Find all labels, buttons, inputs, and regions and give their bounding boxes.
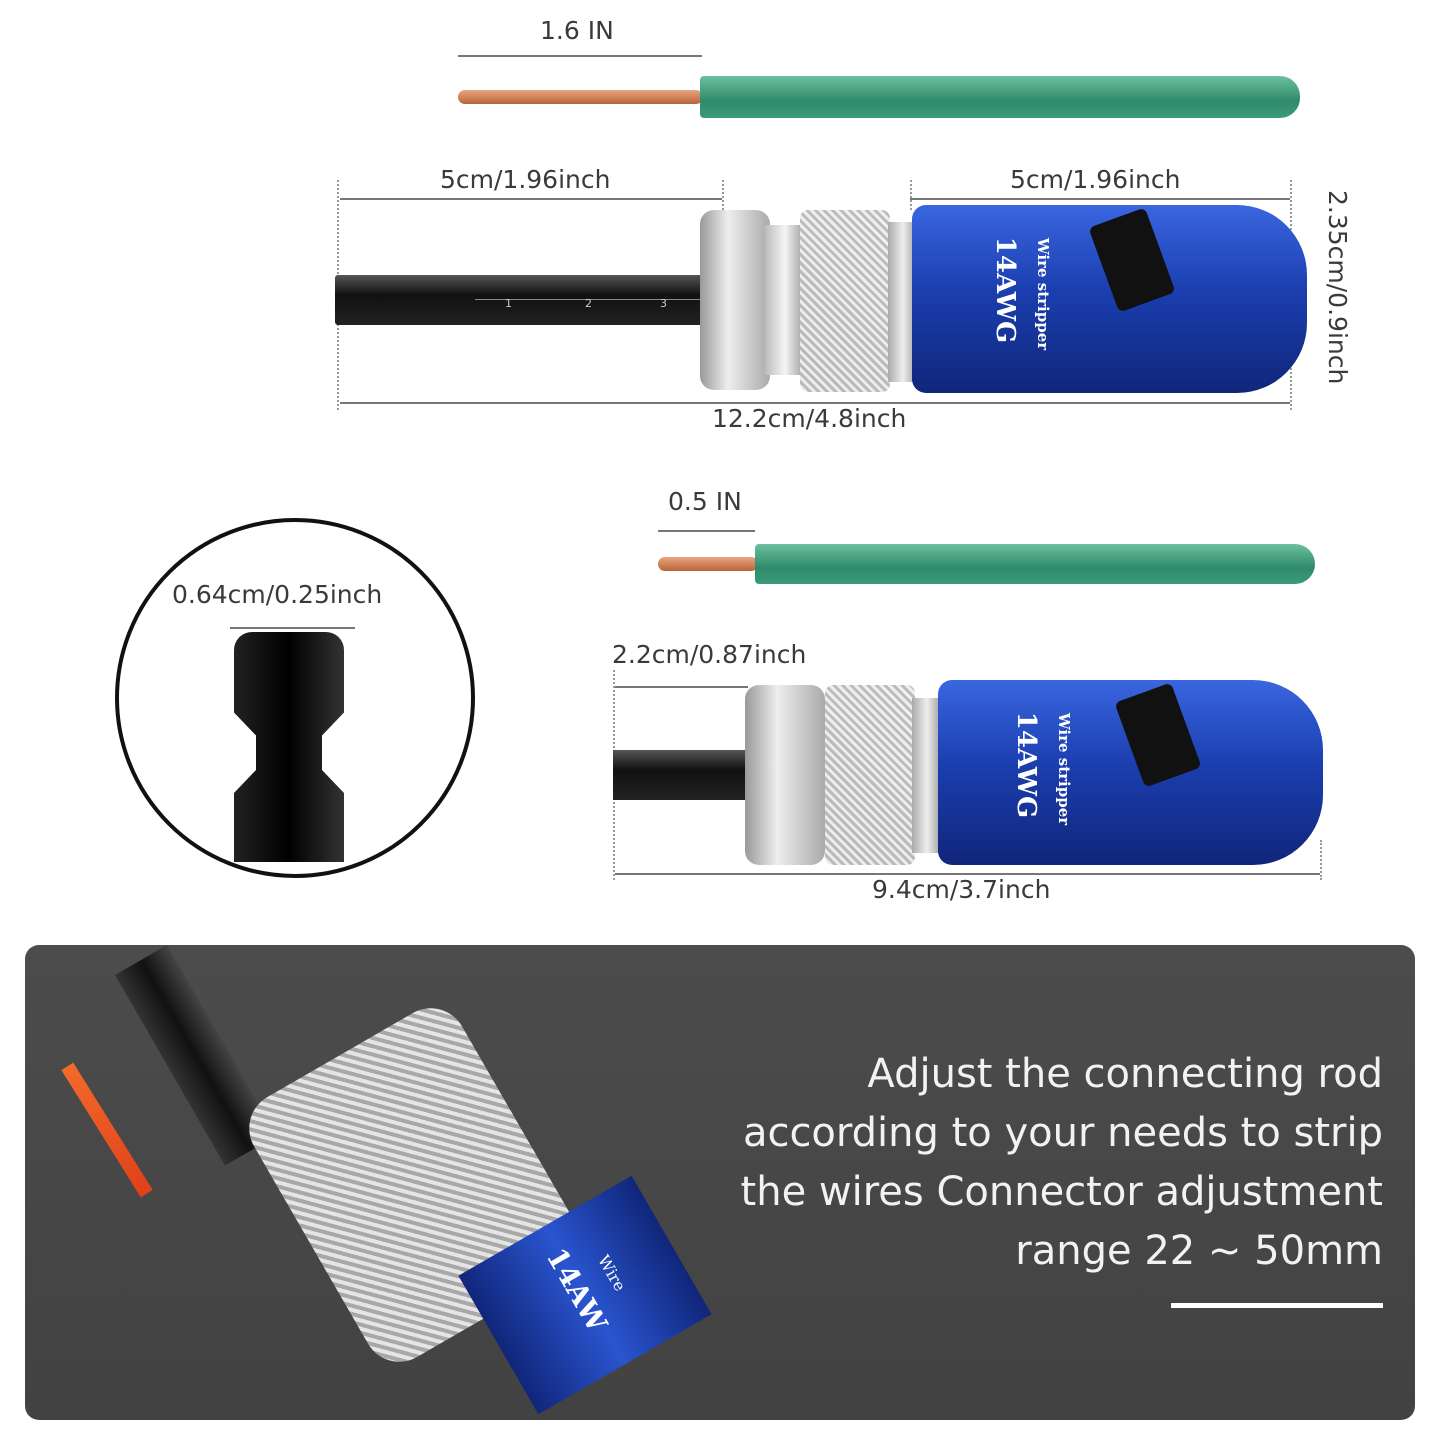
total-length-dimension xyxy=(615,873,1320,875)
chuck-collar xyxy=(700,210,770,390)
dimension-guide xyxy=(722,180,724,210)
hex-width-dimension xyxy=(230,627,355,629)
dimension-guide xyxy=(910,180,912,210)
bit-length-dimension xyxy=(615,686,748,688)
strip-length-dimension xyxy=(458,55,702,57)
scale-tick: 3 xyxy=(660,297,667,310)
strip-length-label: 1.6 IN xyxy=(540,16,614,45)
underline-divider xyxy=(1171,1303,1383,1308)
brand-text: Wire stripper xyxy=(1034,237,1053,351)
description-line: according to your needs to strip xyxy=(742,1110,1383,1156)
diameter-label: 2.35cm/0.9inch xyxy=(1323,190,1352,385)
strip-length-label: 0.5 IN xyxy=(668,487,742,516)
hex-bit xyxy=(613,750,753,800)
bit-length-label: 2.2cm/0.87inch xyxy=(612,640,807,669)
gauge-text: 14AWG xyxy=(990,236,1021,344)
total-length-dimension xyxy=(340,402,1290,404)
adjust-arrow-icon xyxy=(61,1062,153,1198)
stripping-blade xyxy=(1088,207,1176,313)
hex-bit: 1 2 3 xyxy=(335,275,715,325)
scale-tick: 2 xyxy=(585,297,592,310)
total-length-label: 12.2cm/4.8inch xyxy=(712,404,907,433)
handle-length-dimension xyxy=(910,198,1290,200)
description-line: Adjust the connecting rod xyxy=(867,1051,1383,1097)
knurled-sleeve xyxy=(825,685,915,865)
blue-handle: 14AWG Wire stripper xyxy=(912,205,1307,393)
handle-length-label: 5cm/1.96inch xyxy=(1010,165,1181,194)
copper-core xyxy=(458,90,703,104)
sleeve-neck xyxy=(912,698,942,853)
copper-core xyxy=(658,557,758,571)
wire-insulation xyxy=(700,76,1300,118)
description-line: range 22 ~ 50mm xyxy=(1015,1228,1383,1274)
knurled-sleeve xyxy=(800,210,890,392)
bit-scale: 1 2 3 xyxy=(475,287,705,310)
hex-shank xyxy=(234,632,344,862)
brand-text: Wire stripper xyxy=(1055,712,1074,826)
dimension-guide xyxy=(1320,840,1322,880)
hex-width-label: 0.64cm/0.25inch xyxy=(172,580,383,609)
chuck-ring xyxy=(765,225,805,375)
description-line: the wires Connector adjustment xyxy=(740,1169,1383,1215)
hex-detail-circle xyxy=(115,518,475,878)
info-panel: 14AW Wire Adjust the connecting rod acco… xyxy=(25,945,1415,1420)
blue-handle: 14AWG Wire stripper xyxy=(938,680,1323,865)
stripping-blade xyxy=(1114,682,1202,788)
scale-tick: 1 xyxy=(505,297,512,310)
bit-length-dimension xyxy=(340,198,722,200)
wire-insulation xyxy=(755,544,1315,584)
strip-length-dimension xyxy=(658,530,755,532)
chuck-collar xyxy=(745,685,825,865)
bit-length-label: 5cm/1.96inch xyxy=(440,165,611,194)
panel-description: Adjust the connecting rod according to y… xyxy=(741,1045,1383,1281)
total-length-label: 9.4cm/3.7inch xyxy=(872,875,1051,904)
gauge-text: 14AWG xyxy=(1011,711,1042,819)
brand-text: Wire xyxy=(594,1251,630,1295)
